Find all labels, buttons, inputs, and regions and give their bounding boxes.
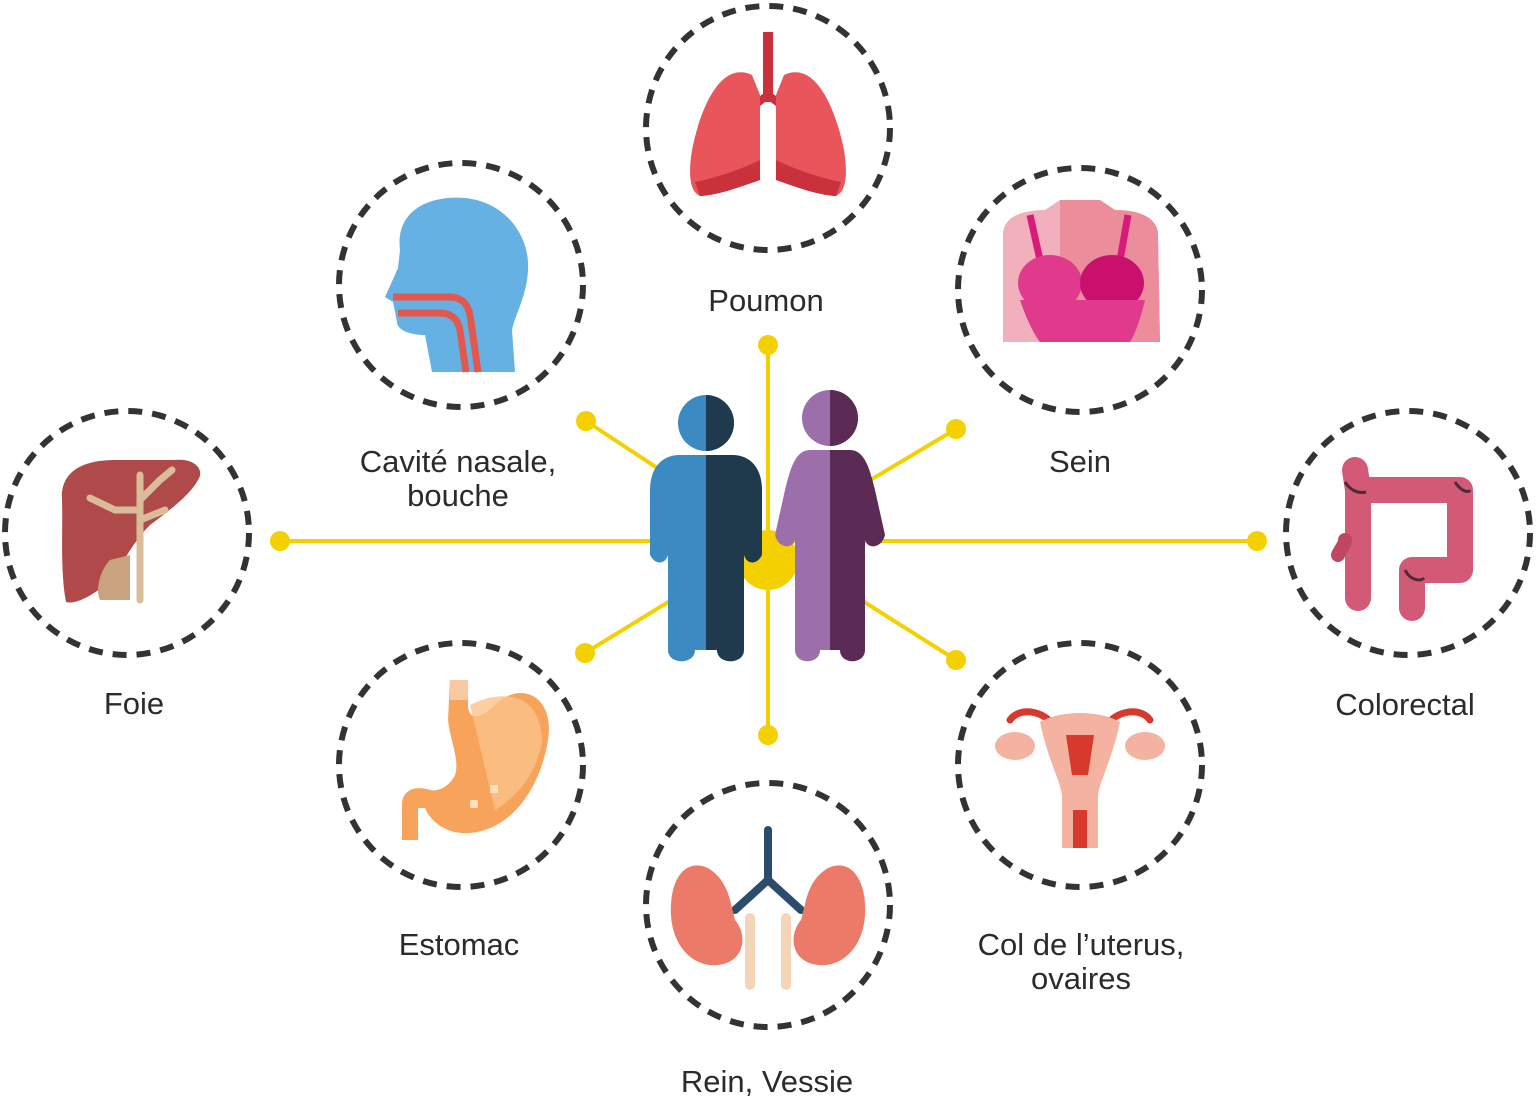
breast-icon <box>1003 200 1160 342</box>
label-kidney: Rein, Vessie <box>681 1065 853 1099</box>
label-colorectal: Colorectal <box>1335 688 1475 722</box>
label-liver-text: Foie <box>103 686 165 721</box>
label-kidney-text: Rein, Vessie <box>680 1064 854 1099</box>
label-breast: Sein <box>1049 445 1111 479</box>
label-cervix-line2: ovaires <box>1031 961 1131 996</box>
label-lung-text: Poumon <box>708 283 824 318</box>
label-nasal: Cavité nasale, bouche <box>360 445 556 513</box>
lungs-icon <box>690 32 846 196</box>
head-throat-icon <box>385 197 529 373</box>
dashed-rings <box>2 3 1533 1030</box>
uterus-ovaries-icon <box>995 708 1165 848</box>
colon-detail-icon <box>1343 481 1472 582</box>
label-colorectal-text: Colorectal <box>1335 687 1475 722</box>
man-woman-icon <box>650 390 885 662</box>
label-lung: Poumon <box>708 284 823 318</box>
label-liver: Foie <box>104 687 164 721</box>
stomach-icon <box>402 680 549 840</box>
label-nasal-line1: Cavité nasale, <box>359 444 557 479</box>
label-breast-text: Sein <box>1048 444 1112 479</box>
liver-icon <box>61 459 201 604</box>
label-cervix: Col de l’uterus, ovaires <box>978 928 1185 996</box>
label-stomach-text: Estomac <box>398 927 520 962</box>
label-stomach: Estomac <box>399 928 520 962</box>
kidney-bladder-icon <box>670 826 866 990</box>
label-cervix-line1: Col de l’uterus, <box>977 927 1185 962</box>
label-nasal-line2: bouche <box>407 478 509 513</box>
